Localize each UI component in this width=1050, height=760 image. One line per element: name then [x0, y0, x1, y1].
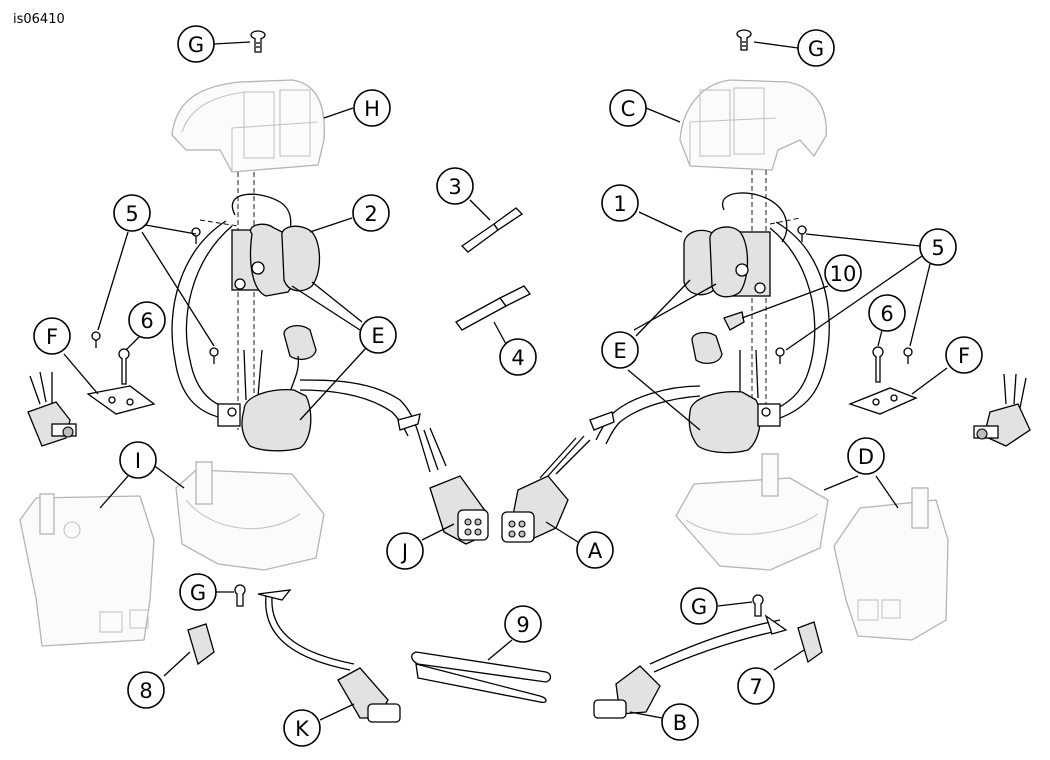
callout-5-right: 5: [919, 228, 957, 266]
switch-assembly-left: [171, 172, 447, 473]
screw-5-left-c: [209, 347, 219, 364]
svg-text:B: B: [673, 711, 687, 735]
clip-7: [797, 621, 823, 664]
svg-text:E: E: [371, 324, 384, 348]
screw-5-right-a: [797, 225, 807, 242]
screw-5-left-a: [191, 227, 201, 244]
svg-text:1: 1: [613, 192, 626, 216]
screw-g-left-top: [250, 30, 266, 53]
svg-text:5: 5: [125, 202, 138, 226]
svg-text:7: 7: [749, 675, 762, 699]
screw-g-left-mid: [234, 584, 246, 607]
svg-text:6: 6: [880, 302, 893, 326]
svg-text:10: 10: [830, 262, 857, 286]
callout-g-top-left: G: [177, 25, 215, 63]
callout-8: 8: [127, 671, 165, 709]
screw-6-left: [118, 348, 130, 385]
callout-g-top-right: G: [797, 29, 835, 67]
callout-6-right: 6: [868, 294, 906, 332]
callout-f-right: F: [945, 336, 983, 374]
svg-text:2: 2: [364, 202, 377, 226]
tool-9: [411, 651, 552, 704]
svg-text:5: 5: [931, 236, 944, 260]
screw-g-right-mid: [752, 594, 764, 617]
callout-a: A: [576, 531, 614, 569]
connector-a: [501, 435, 591, 543]
callout-2: 2: [352, 194, 390, 232]
upper-housing-right: [679, 79, 827, 171]
callout-4: 4: [499, 338, 537, 376]
callout-3: 3: [436, 167, 474, 205]
figure-id: is06410: [13, 12, 65, 27]
callout-k: K: [283, 709, 321, 747]
svg-text:4: 4: [511, 346, 524, 370]
switch-assembly-right: [589, 170, 830, 454]
callout-10: 10: [824, 254, 862, 292]
svg-text:K: K: [295, 717, 310, 741]
svg-text:G: G: [808, 37, 824, 61]
screw-5-right-c: [903, 347, 913, 364]
lower-housing-left: [19, 461, 325, 647]
upper-housing-left: [171, 79, 325, 173]
callout-i: I: [119, 441, 157, 479]
callout-d: D: [847, 437, 885, 475]
svg-text:8: 8: [139, 679, 152, 703]
svg-text:G: G: [691, 595, 707, 619]
svg-text:3: 3: [448, 175, 461, 199]
harness-k: [257, 589, 401, 723]
callout-5-left: 5: [113, 194, 151, 232]
leader-lines: [63, 41, 948, 721]
callout-h: H: [353, 89, 391, 127]
callout-1: 1: [601, 184, 639, 222]
svg-text:G: G: [190, 581, 206, 605]
svg-text:F: F: [958, 344, 970, 368]
svg-text:6: 6: [140, 309, 153, 333]
svg-text:J: J: [400, 540, 408, 564]
switch-f-right: [848, 373, 1031, 447]
svg-text:D: D: [858, 445, 874, 469]
callout-7: 7: [737, 667, 775, 705]
svg-text:A: A: [588, 539, 603, 563]
callout-g-mid-left: G: [179, 573, 217, 611]
clip-10: [723, 311, 745, 331]
callout-c: C: [609, 89, 647, 127]
clip-8: [187, 623, 215, 666]
screw-g-right-top: [736, 29, 752, 51]
callout-6-left: 6: [128, 301, 166, 339]
screw-6-right: [872, 346, 884, 383]
terminal-4: [455, 285, 531, 331]
callout-j: J: [386, 532, 424, 570]
connector-j: [429, 475, 489, 545]
callout-9: 9: [504, 605, 542, 643]
svg-text:H: H: [364, 97, 380, 121]
callout-e-left: E: [359, 316, 397, 354]
svg-text:C: C: [621, 97, 636, 121]
terminal-3: [460, 207, 524, 253]
svg-text:G: G: [188, 33, 204, 57]
callout-e-right: E: [601, 331, 639, 369]
callout-b: B: [661, 703, 699, 741]
svg-text:I: I: [135, 449, 141, 473]
screw-5-right-b: [775, 347, 785, 364]
callout-g-mid-right: G: [680, 587, 718, 625]
svg-text:9: 9: [516, 613, 529, 637]
svg-text:E: E: [613, 339, 626, 363]
lower-housing-right: [675, 453, 949, 641]
switch-f-left: [27, 371, 156, 447]
screw-5-left-b: [91, 331, 101, 348]
svg-text:F: F: [46, 325, 58, 349]
callout-f-left: F: [33, 317, 71, 355]
harness-b: [593, 614, 788, 719]
